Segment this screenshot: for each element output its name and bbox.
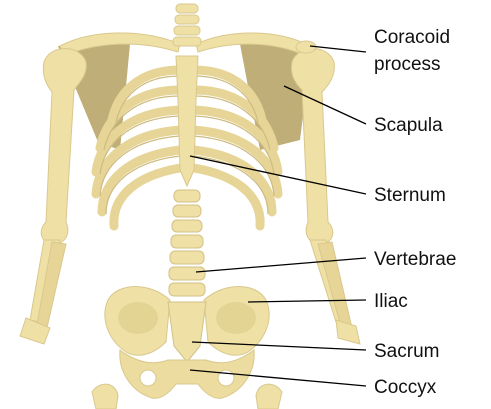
iliac-shade-right (216, 302, 256, 334)
label-coracoid-line2: process (374, 54, 441, 75)
label-iliac: Iliac (374, 291, 408, 312)
femur-right (256, 384, 282, 409)
label-sternum: Sternum (374, 185, 446, 206)
iliac-shade-left (118, 302, 158, 334)
label-coracoid-line1: Coracoid (374, 27, 450, 48)
obturator-left (140, 370, 156, 386)
leader-vertebrae (196, 258, 366, 272)
humerus-right (291, 49, 334, 245)
labels: Coracoid process Scapula Sternum Vertebr… (374, 27, 456, 398)
spine (169, 190, 205, 296)
sacrum-bone (168, 302, 206, 362)
humerus-left (41, 49, 86, 245)
label-vertebrae: Vertebrae (374, 249, 456, 270)
label-coccyx: Coccyx (374, 377, 437, 398)
hand-right (336, 320, 360, 344)
label-scapula: Scapula (374, 115, 443, 136)
femur-left (92, 384, 118, 409)
cervical-vertebrae (173, 4, 201, 46)
coracoid-process (296, 41, 316, 53)
skeleton-illustration (20, 4, 360, 409)
label-sacrum: Sacrum (374, 341, 439, 362)
